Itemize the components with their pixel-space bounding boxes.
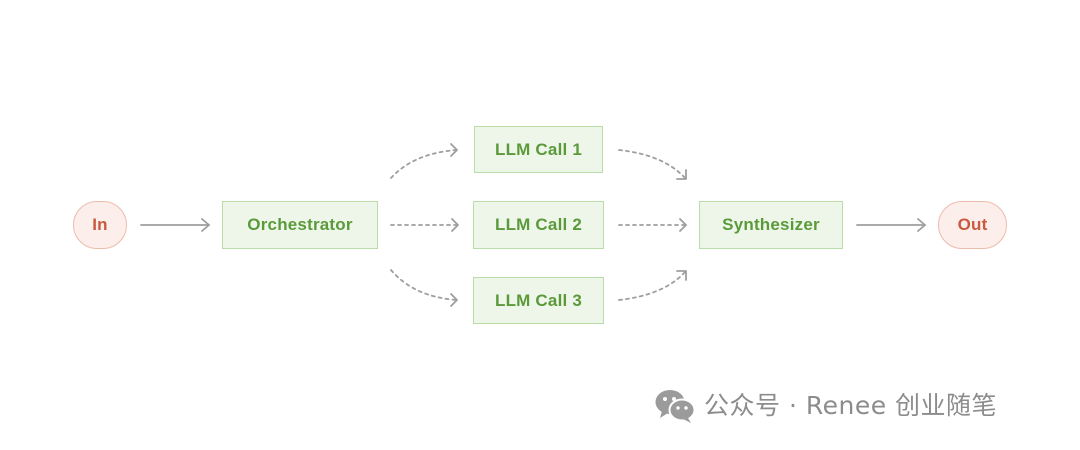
dotted-arrow-llm-call-1-to-synthesizer: [618, 149, 687, 180]
orchestrator-node-label: Orchestrator: [247, 215, 353, 234]
wechat-icon: [655, 390, 696, 423]
llm-call-1-node: LLM Call 1: [474, 126, 603, 173]
synthesizer-node: Synthesizer: [699, 201, 843, 249]
dotted-arrow-orchestrator-to-llm-call-2: [390, 218, 459, 232]
arrow-in-to-orchestrator: [140, 218, 210, 232]
watermark: 公众号 · Renee 创业随笔: [654, 386, 997, 426]
synthesizer-node-label: Synthesizer: [722, 215, 820, 234]
dotted-arrow-llm-call-2-to-synthesizer: [618, 218, 687, 232]
watermark-text: 公众号 · Renee 创业随笔: [704, 391, 998, 420]
dotted-arrow-orchestrator-to-llm-call-1: [390, 143, 458, 179]
llm-call-1-node-label: LLM Call 1: [494, 139, 582, 159]
llm-call-3-node: LLM Call 3: [473, 277, 604, 324]
orchestrator-node: Orchestrator: [222, 201, 378, 249]
input-node-label: In: [92, 215, 108, 234]
llm-call-2-node-label: LLM Call 2: [494, 215, 582, 234]
input-node: In: [73, 201, 127, 249]
llm-call-2-node: LLM Call 2: [473, 201, 604, 249]
dotted-arrow-llm-call-3-to-synthesizer: [618, 270, 687, 301]
arrow-synthesizer-to-out: [856, 218, 926, 232]
dotted-arrow-orchestrator-to-llm-call-3: [390, 269, 458, 307]
output-node-label: Out: [957, 215, 988, 234]
output-node: Out: [938, 201, 1007, 249]
llm-call-3-node-label: LLM Call 3: [494, 290, 582, 310]
